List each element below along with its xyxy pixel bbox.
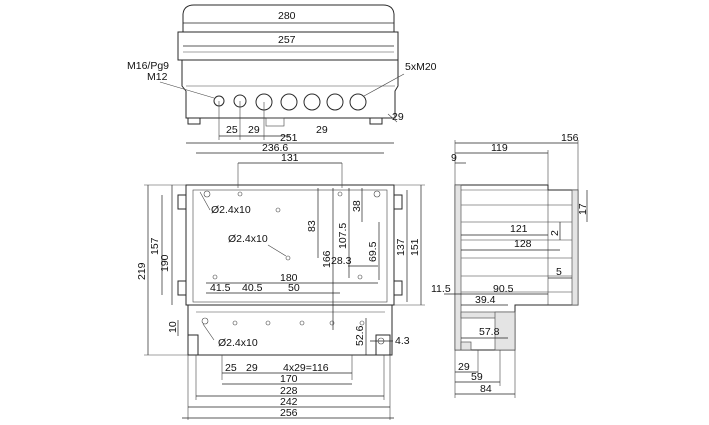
side-view: 156 119 9 17 2 121 128 5 11.5 90.5 39.4 … bbox=[431, 132, 589, 398]
dim-256: 256 bbox=[280, 407, 298, 419]
wall-bracket-tl bbox=[177, 194, 187, 210]
wall-bracket-bl bbox=[177, 280, 187, 296]
wall-bracket-tr bbox=[393, 194, 403, 210]
dim-top-29a: 29 bbox=[248, 124, 260, 136]
foot-left bbox=[187, 117, 201, 125]
foot-front-left bbox=[187, 334, 199, 356]
dim-242: 242 bbox=[280, 396, 298, 408]
dim-17: 17 bbox=[577, 203, 589, 215]
dim-157: 157 bbox=[149, 237, 161, 255]
dim-9: 9 bbox=[451, 152, 457, 164]
dim-156: 156 bbox=[561, 132, 579, 144]
dim-251: 251 bbox=[280, 132, 298, 144]
dim-41-5: 41.5 bbox=[210, 282, 231, 294]
dim-59: 59 bbox=[471, 371, 483, 383]
front-lower-body bbox=[187, 304, 393, 356]
dim-180: 180 bbox=[280, 272, 298, 284]
body-top-outline bbox=[181, 60, 399, 119]
dim-170: 170 bbox=[280, 373, 298, 385]
dim-107-5: 107.5 bbox=[337, 223, 349, 249]
dim-top-25: 25 bbox=[226, 124, 238, 136]
dim-40-5: 40.5 bbox=[242, 282, 263, 294]
gland-m20-5 bbox=[349, 93, 367, 111]
lid-band bbox=[177, 31, 399, 61]
hole-label-bottom: Ø2.4x10 bbox=[218, 337, 258, 349]
wall-bracket-br bbox=[393, 280, 403, 296]
dim-10: 10 bbox=[167, 321, 179, 333]
dim-38: 38 bbox=[351, 200, 363, 212]
dim-11-5: 11.5 bbox=[431, 283, 451, 295]
dim-2: 2 bbox=[549, 230, 561, 236]
dim-151: 151 bbox=[409, 238, 421, 256]
hole-label-top: Ø2.4x10 bbox=[211, 204, 251, 216]
gland-m20-2 bbox=[280, 93, 298, 111]
dim-4x29: 4x29=116 bbox=[283, 362, 329, 374]
dim-128: 128 bbox=[514, 238, 532, 250]
dim-5: 5 bbox=[556, 266, 562, 278]
dim-side-29: 29 bbox=[458, 361, 470, 373]
dim-69-5: 69.5 bbox=[367, 241, 379, 262]
label-m12: M12 bbox=[147, 71, 168, 83]
side-wall bbox=[454, 184, 462, 351]
dim-bottom-25: 25 bbox=[225, 362, 237, 374]
foot-right bbox=[369, 117, 383, 125]
top-view: 280 257 M16/Pg9 M12 5xM20 25 29 29 29 bbox=[127, 4, 437, 140]
dim-52-6: 52.6 bbox=[354, 325, 366, 346]
gland-m20-3 bbox=[303, 93, 321, 111]
label-m16-pg9: M16/Pg9 bbox=[127, 60, 169, 72]
hole-label-mid: Ø2.4x10 bbox=[228, 233, 268, 245]
lid-outline bbox=[182, 4, 395, 32]
dim-28-3: 28.3 bbox=[331, 255, 352, 267]
dim-166: 166 bbox=[321, 250, 333, 268]
dim-83: 83 bbox=[306, 220, 318, 232]
dim-84: 84 bbox=[480, 383, 492, 395]
dim-top-29c: 29 bbox=[392, 111, 404, 123]
dim-257: 257 bbox=[278, 34, 296, 46]
dim-190: 190 bbox=[159, 254, 171, 272]
dim-57-8: 57.8 bbox=[479, 326, 500, 338]
label-5xm20: 5xM20 bbox=[405, 61, 437, 73]
foot-front-right bbox=[375, 334, 391, 356]
dim-131: 131 bbox=[281, 152, 299, 164]
dim-90-5: 90.5 bbox=[493, 283, 514, 295]
gland-m20-4 bbox=[326, 93, 344, 111]
dim-top-29b: 29 bbox=[316, 124, 328, 136]
dim-219: 219 bbox=[136, 262, 148, 280]
dim-119: 119 bbox=[491, 142, 508, 154]
dim-39-4: 39.4 bbox=[475, 294, 496, 306]
front-view: 251 236.6 131 Ø2.4x10 Ø2.4x10 Ø2.4x10 38… bbox=[136, 132, 425, 420]
dim-50: 50 bbox=[288, 282, 300, 294]
dim-137: 137 bbox=[395, 238, 407, 256]
dim-121: 121 bbox=[510, 223, 528, 235]
dim-228: 228 bbox=[280, 385, 298, 397]
dim-280: 280 bbox=[278, 10, 296, 22]
dim-4-3: 4.3 bbox=[395, 335, 410, 347]
dim-236-6: 236.6 bbox=[262, 142, 288, 154]
dim-bottom-29: 29 bbox=[246, 362, 258, 374]
